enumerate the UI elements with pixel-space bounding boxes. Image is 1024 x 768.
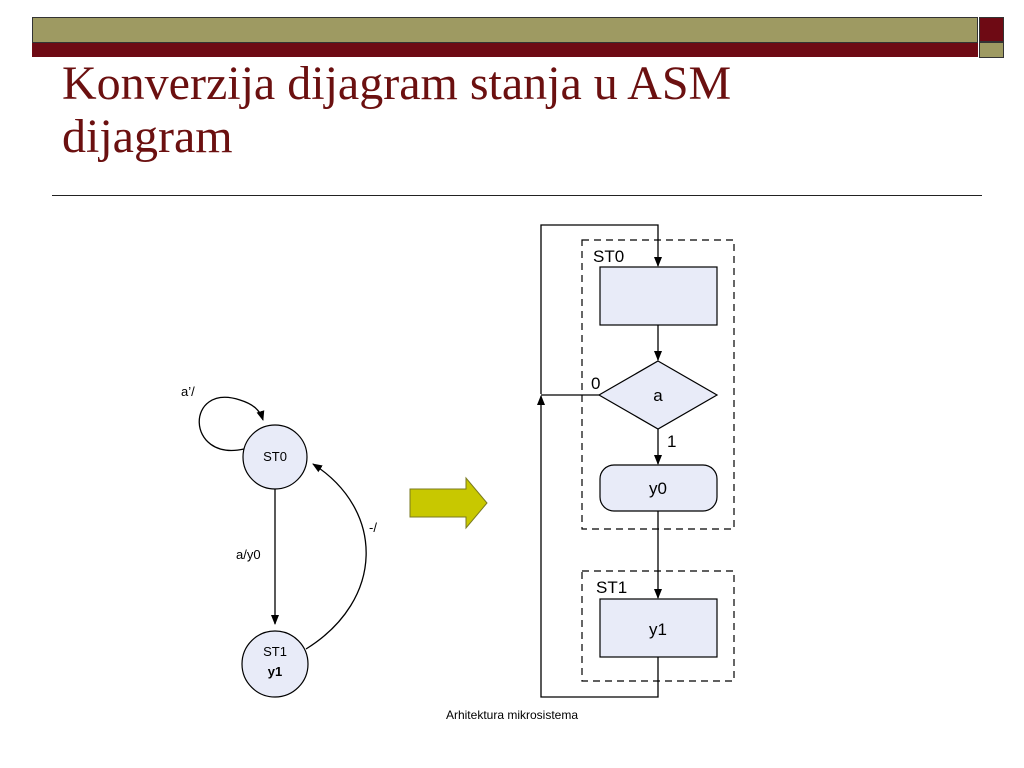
state-st0-node <box>242 424 308 490</box>
asm-loop-top <box>540 224 662 394</box>
state-st1-node <box>241 630 309 698</box>
transition-st1-st0 <box>305 463 367 650</box>
header-olive-band <box>32 17 978 43</box>
header-maroon-square <box>979 17 1004 42</box>
slide-title: Konverzija dijagram stanja u ASM dijagra… <box>62 57 962 164</box>
header-olive-square <box>979 42 1004 58</box>
state-st1-output: y1 <box>268 664 282 679</box>
header-maroon-band <box>32 43 978 57</box>
slide-title-line1: Konverzija dijagram stanja u ASM <box>62 57 732 110</box>
transition-st1-st0-label: -/ <box>369 520 377 535</box>
slide-footer: Arhitektura mikrosistema <box>445 708 579 722</box>
asm-decision-false-label: 0 <box>591 374 600 393</box>
asm-block-st1-label: ST1 <box>596 578 627 597</box>
state-st0-label: ST0 <box>263 449 287 464</box>
transition-st0-st1-label: a/y0 <box>236 547 261 562</box>
asm-decision-true-label: 1 <box>667 432 676 451</box>
asm-decision-label: a <box>653 386 663 405</box>
slide-title-line2: dijagram <box>62 109 233 163</box>
state-st1-label: ST1 <box>263 644 287 659</box>
conversion-arrow <box>409 476 488 530</box>
state-diagram: a’/ a/y0 -/ ST0 ST1 y1 <box>181 384 377 698</box>
title-divider <box>52 195 982 196</box>
self-loop-label: a’/ <box>181 384 195 399</box>
asm-block-st0-label: ST0 <box>593 247 624 266</box>
asm-st0-state-box <box>599 266 718 326</box>
self-loop-transition <box>198 396 265 452</box>
asm-feedback-loop <box>537 395 659 698</box>
asm-conditional-output-label: y0 <box>649 479 667 498</box>
asm-st1-output-label: y1 <box>649 620 667 639</box>
asm-diagram: ST0 ST1 a 0 1 y0 y1 <box>537 224 735 698</box>
